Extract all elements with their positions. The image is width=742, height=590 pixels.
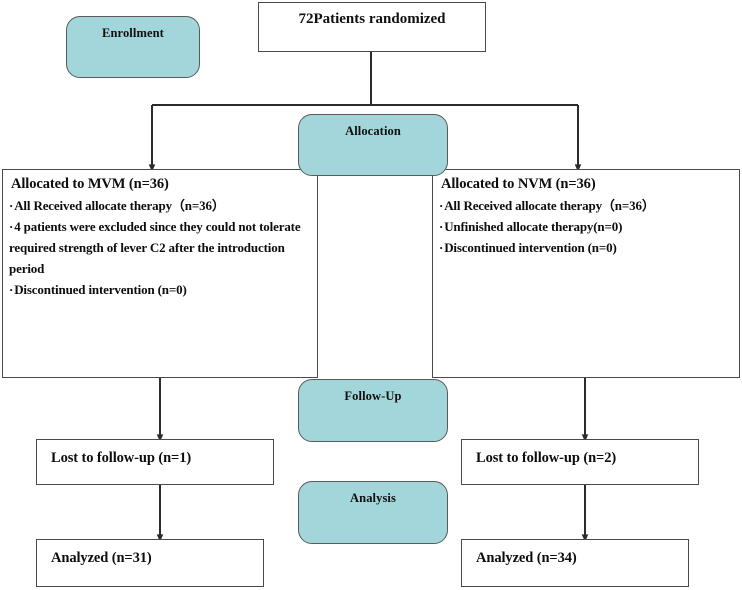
allocation-nvm-heading: Allocated to NVM (n=36) (441, 176, 596, 192)
node-allocation-mvm: Allocated to MVM (n=36) All Received all… (2, 169, 318, 378)
stage-label-analysis: Analysis (350, 491, 396, 505)
node-analyzed-mvm: Analyzed (n=31) (36, 539, 264, 587)
allocation-mvm-heading: Allocated to MVM (n=36) (11, 176, 169, 192)
stage-pill-analysis: Analysis (298, 481, 448, 544)
randomized-label: 72Patients randomized (298, 11, 446, 27)
analyzed-nvm-label: Analyzed (n=34) (476, 550, 577, 566)
lost-nvm-label: Lost to follow-up (n=2) (476, 450, 617, 466)
node-analyzed-nvm: Analyzed (n=34) (461, 539, 689, 587)
stage-pill-follow-up: Follow-Up (298, 379, 448, 442)
allocation-nvm-bullets: All Received allocate therapy（n=36） Unfi… (433, 195, 739, 258)
list-item: All Received allocate therapy（n=36） (9, 195, 311, 216)
stage-pill-enrollment: Enrollment (66, 16, 200, 78)
node-lost-nvm: Lost to follow-up (n=2) (461, 439, 699, 485)
list-item: Unfinished allocate therapy(n=0) (439, 216, 733, 237)
node-randomized: 72Patients randomized (258, 2, 486, 52)
stage-label-enrollment: Enrollment (102, 26, 164, 40)
list-item: Discontinued intervention (n=0) (439, 237, 733, 258)
list-item: required strength of lever C2 after the … (9, 240, 285, 256)
list-item: Discontinued intervention (n=0) (9, 279, 311, 300)
list-item: All Received allocate therapy（n=36） (439, 195, 733, 216)
list-item: period (9, 261, 45, 277)
node-allocation-nvm: Allocated to NVM (n=36) All Received all… (432, 169, 740, 378)
stage-label-follow-up: Follow-Up (344, 389, 402, 403)
allocation-mvm-bullets: All Received allocate therapy（n=36） 4 pa… (3, 195, 317, 300)
stage-pill-allocation: Allocation (298, 114, 448, 176)
list-item: 4 patients were excluded since they coul… (9, 216, 311, 237)
lost-mvm-label: Lost to follow-up (n=1) (51, 450, 192, 466)
analyzed-mvm-label: Analyzed (n=31) (51, 550, 152, 566)
node-lost-mvm: Lost to follow-up (n=1) (36, 439, 274, 485)
stage-label-allocation: Allocation (345, 124, 401, 138)
